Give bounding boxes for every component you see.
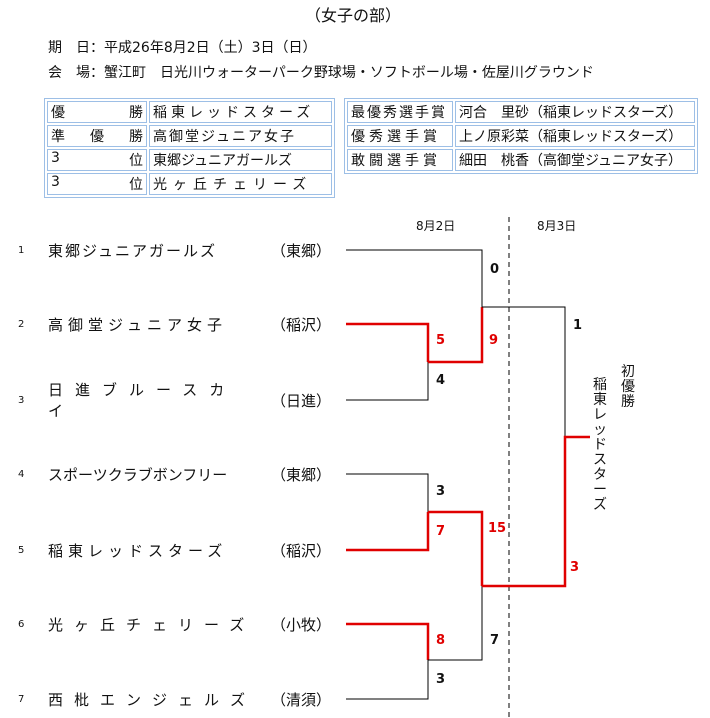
team-region: （小牧） [271, 615, 332, 634]
bracket-line [346, 362, 429, 401]
team-seed: 3 [18, 394, 25, 406]
team-name: 日進ブルースカイ [48, 381, 237, 420]
bracket-line-winner [428, 510, 484, 586]
bracket-line-winner [346, 322, 430, 362]
placing-team: 光ヶ丘チェリーズ [149, 173, 332, 195]
score-sf1-bottom: 9 [489, 333, 499, 348]
bracket-line [346, 660, 429, 700]
team-region: （東郷） [271, 465, 332, 484]
score-m3-top: 8 [436, 633, 446, 648]
champion-title: 初優勝 [621, 364, 635, 410]
team-seed: 6 [18, 618, 25, 630]
team-name: 西枇エンジェルズ [48, 690, 257, 709]
bracket-line-winner [428, 307, 484, 364]
bracket-line [428, 586, 483, 661]
team-row: 7 西枇エンジェルズ （清須） [18, 689, 332, 709]
placing-row: 優勝 稲東レッドスターズ [47, 101, 332, 123]
score-m2-top: 3 [436, 484, 446, 499]
team-name: 東郷ジュニアガールズ [48, 241, 217, 260]
date-day2: 8月3日 [537, 219, 577, 233]
bracket-line [346, 249, 483, 307]
team-region: （東郷） [271, 241, 332, 260]
award-label: 優秀選手賞 [347, 125, 453, 147]
event-venue: 会 場：蟹江町 日光川ウォーターパーク野球場・ソフトボール場・佐屋川グラウンド [48, 65, 594, 81]
team-name: 光ヶ丘チェリーズ [48, 615, 256, 634]
team-region: （稲沢） [271, 541, 332, 560]
score-m1-top: 5 [436, 333, 446, 348]
placing-team: 高御堂ジュニア女子 [149, 125, 332, 147]
score-m1-bottom: 4 [436, 373, 446, 388]
award-name: 河合 里砂（稲東レッドスターズ） [455, 101, 695, 123]
team-name: スポーツクラブボンフリー [48, 465, 228, 484]
date-day1: 8月2日 [416, 219, 456, 233]
team-row: 2 高御堂ジュニア女子 （稲沢） [18, 314, 332, 334]
award-row: 優秀選手賞 上ノ原彩菜（稲東レッドスターズ） [347, 125, 695, 147]
team-region: （清須） [271, 690, 332, 709]
bracket-line [482, 306, 566, 437]
team-seed: 1 [18, 244, 25, 256]
team-row: 1 東郷ジュニアガールズ （東郷） [18, 240, 332, 260]
champion-team: 稲東レッドスターズ [593, 377, 607, 513]
placing-label: 準優勝 [47, 125, 147, 147]
award-row: 敢闘選手賞 細田 桃香（高御堂ジュニア女子） [347, 149, 695, 171]
score-m2-bottom: 7 [436, 524, 446, 539]
team-row: 3 日進ブルースカイ （日進） [18, 381, 332, 420]
score-sf2-top: 15 [488, 521, 507, 536]
award-label: 最優秀選手賞 [347, 101, 453, 123]
bracket-line-winner [346, 622, 430, 660]
awards-table: 最優秀選手賞 河合 里砂（稲東レッドスターズ） 優秀選手賞 上ノ原彩菜（稲東レッ… [344, 98, 698, 174]
team-seed: 2 [18, 318, 25, 330]
placing-team: 東郷ジュニアガールズ [149, 149, 332, 171]
award-label: 敢闘選手賞 [347, 149, 453, 171]
placing-row: 準優勝 高御堂ジュニア女子 [47, 125, 332, 147]
team-seed: 7 [18, 693, 25, 705]
score-final-top: 1 [573, 318, 583, 333]
bracket-line [346, 473, 429, 512]
team-row: 5 稲東レッドスターズ （稲沢） [18, 540, 332, 560]
team-name: 高御堂ジュニア女子 [48, 315, 227, 334]
team-region: （稲沢） [271, 315, 332, 334]
team-name: 稲東レッドスターズ [48, 541, 228, 560]
team-row: 4 スポーツクラブボンフリー （東郷） [18, 464, 332, 484]
score-m3-bottom: 3 [436, 672, 446, 687]
team-region: （日進） [271, 391, 332, 410]
award-row: 最優秀選手賞 河合 里砂（稲東レッドスターズ） [347, 101, 695, 123]
bracket-line-winner [346, 512, 430, 552]
page-heading: （女子の部） [305, 6, 402, 25]
placing-label: 優勝 [47, 101, 147, 123]
score-sf2-bottom: 7 [490, 633, 500, 648]
event-date: 期 日：平成26年8月2日（土）3日（日） [48, 40, 317, 56]
score-sf1-top: 0 [490, 262, 500, 277]
team-seed: 4 [18, 468, 25, 480]
award-name: 上ノ原彩菜（稲東レッドスターズ） [455, 125, 695, 147]
award-name: 細田 桃香（高御堂ジュニア女子） [455, 149, 695, 171]
bracket-line-winner [482, 435, 590, 588]
team-row: 6 光ヶ丘チェリーズ （小牧） [18, 614, 332, 634]
placing-team: 稲東レッドスターズ [149, 101, 332, 123]
team-seed: 5 [18, 544, 25, 556]
score-final-bottom: 3 [570, 560, 580, 575]
